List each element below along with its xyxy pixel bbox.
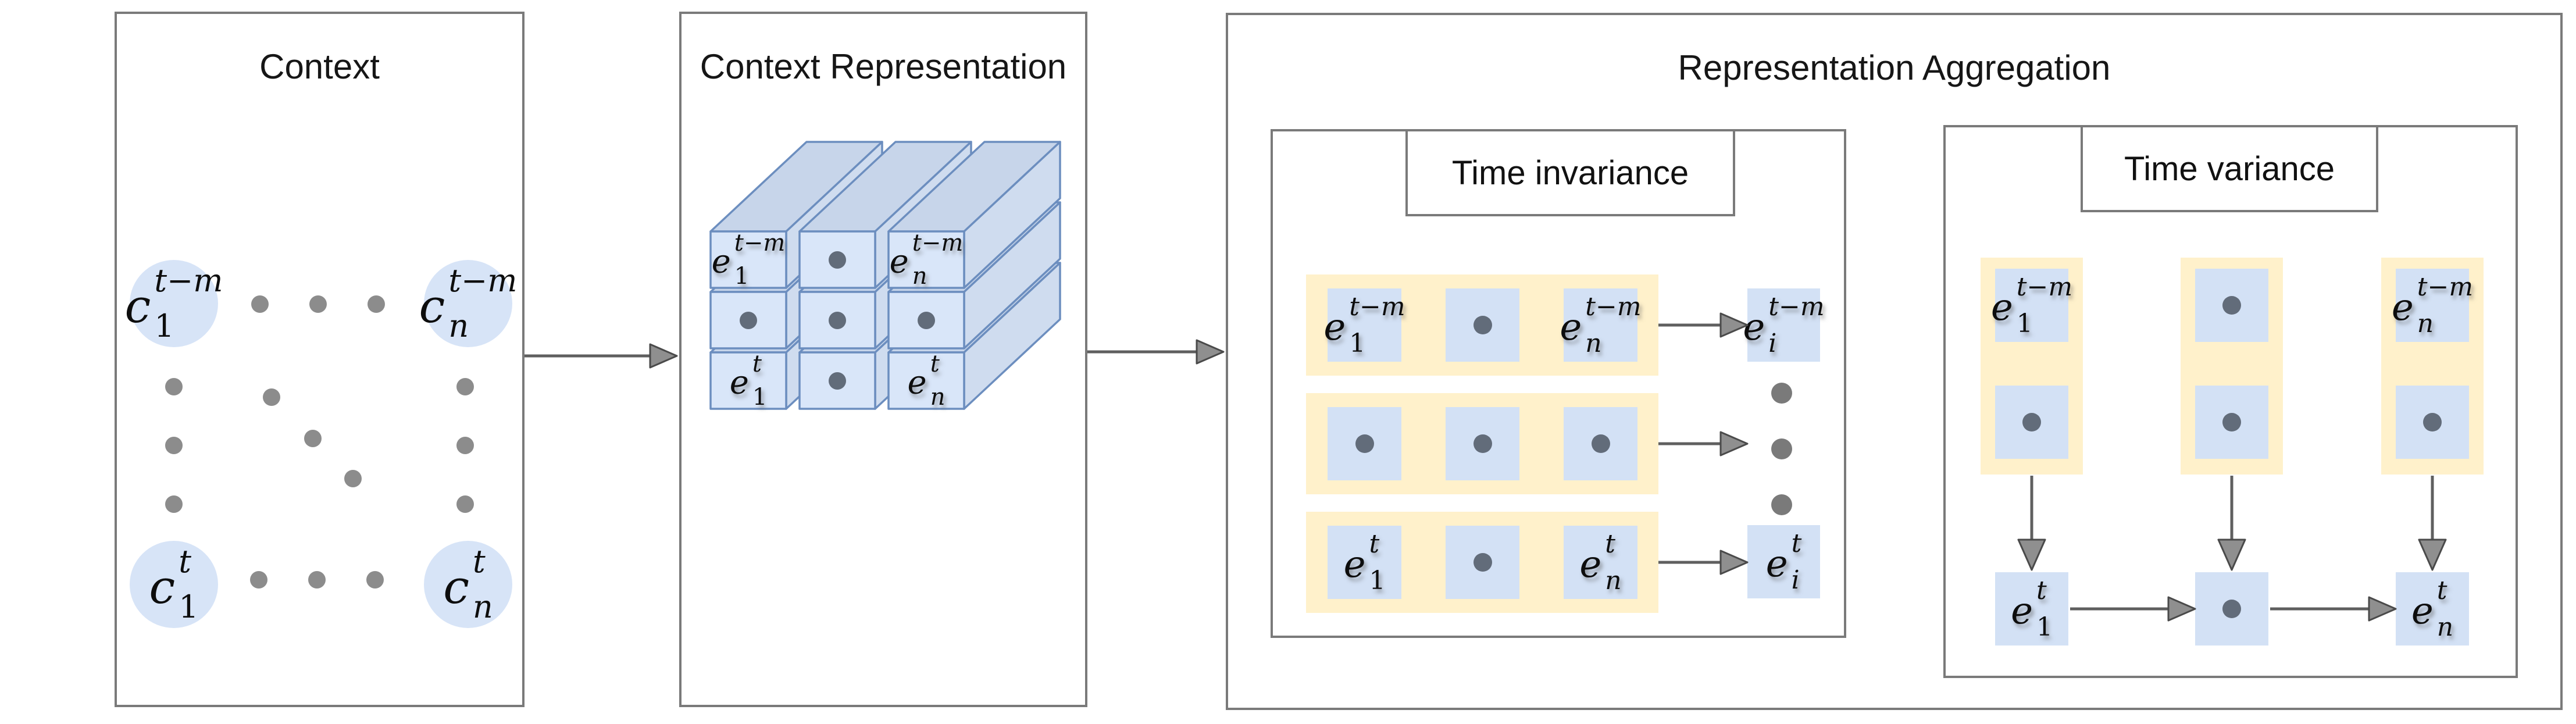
context-ellipsis-dot	[165, 437, 183, 454]
cell-dot	[2222, 600, 2241, 618]
cell-dot	[829, 251, 846, 269]
cell-dot	[740, 311, 757, 329]
cell-dot	[829, 372, 846, 390]
cell-dot	[2222, 413, 2241, 431]
context-ellipsis-dot	[456, 437, 474, 454]
context-ellipsis-dot	[251, 295, 269, 313]
context-title: Context	[259, 47, 380, 86]
cell-dot	[2423, 413, 2442, 431]
context-ellipsis-dot	[309, 295, 327, 313]
cell-dot	[2022, 413, 2041, 431]
context-ellipsis-dot	[308, 571, 326, 589]
cuboid-face-label	[800, 231, 875, 288]
feature-cell	[1328, 407, 1401, 480]
context-ellipsis-dot	[304, 430, 322, 447]
aggregation-ellipsis-dot	[1771, 383, 1792, 404]
cell-dot	[829, 311, 846, 329]
feature-cell	[1446, 288, 1519, 362]
cuboid-face-label	[711, 292, 786, 348]
cell-dot	[1473, 434, 1492, 453]
cuboid-face-label	[800, 352, 875, 409]
aggregation-ellipsis-dot	[1771, 438, 1792, 459]
cell-dot	[2222, 296, 2241, 315]
aggregated-output-cell	[2195, 572, 2268, 645]
feature-cell	[2195, 269, 2268, 342]
context-ellipsis-dot	[344, 470, 362, 487]
cell-dot	[1355, 434, 1374, 453]
cell-dot	[918, 311, 935, 329]
context-ellipsis-dot	[368, 295, 385, 313]
context-ellipsis-dot	[456, 495, 474, 513]
feature-cell	[1995, 386, 2068, 459]
cell-dot	[1473, 553, 1492, 572]
feature-cell	[1446, 526, 1519, 599]
feature-cell	[2396, 386, 2469, 459]
cell-dot	[1591, 434, 1610, 453]
aggregation-ellipsis-dot	[1771, 494, 1792, 515]
arrow-head	[649, 343, 678, 369]
cuboid-face-label	[889, 292, 964, 348]
feature-cell	[1446, 407, 1519, 480]
time-invariance-label: Time invariance	[1405, 129, 1735, 216]
context-ellipsis-dot	[250, 571, 267, 589]
cuboid-face-label	[800, 292, 875, 348]
cell-dot	[1473, 316, 1492, 334]
feature-cell	[1564, 407, 1637, 480]
context-ellipsis-dot	[165, 378, 183, 395]
context-ellipsis-dot	[456, 378, 474, 395]
representation-aggregation-title: Representation Aggregation	[1678, 48, 2111, 87]
time-variance-label: Time variance	[2081, 125, 2378, 212]
context-ellipsis-dot	[263, 388, 280, 406]
context-ellipsis-dot	[366, 571, 384, 589]
arrow-head	[1196, 339, 1225, 365]
context-ellipsis-dot	[165, 495, 183, 513]
feature-cell	[2195, 386, 2268, 459]
context-representation-title: Context Representation	[700, 47, 1067, 86]
